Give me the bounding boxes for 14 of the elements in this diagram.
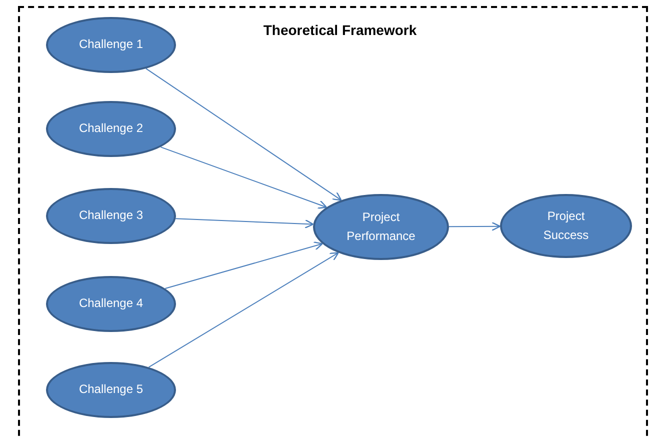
ellipse-node: Challenge 4 (46, 276, 176, 332)
ellipse-node: Challenge 1 (46, 17, 176, 73)
arrow (175, 218, 314, 228)
arrow (448, 222, 501, 231)
ellipse-node: Challenge 3 (46, 188, 176, 244)
ellipse-node: Challenge 5 (46, 362, 176, 418)
diagram-title: Theoretical Framework (262, 22, 418, 38)
ellipse-node: Project Success (500, 194, 632, 258)
arrow (160, 146, 328, 209)
ellipse-node: Challenge 2 (46, 101, 176, 157)
arrow (164, 241, 323, 290)
ellipse-node: Project Performance (313, 194, 449, 260)
arrow (148, 252, 339, 368)
arrow (146, 68, 342, 201)
